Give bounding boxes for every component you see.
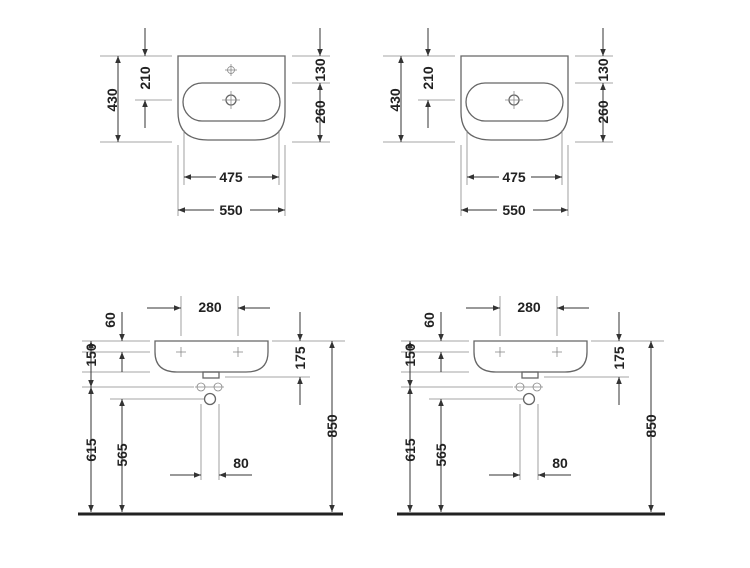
dim-475: 475 [502,169,526,185]
dim-260: 260 [595,100,611,124]
tap-hole-icon [225,64,237,76]
fixing-point-icon [552,347,562,357]
dim-550: 550 [502,202,526,218]
dim-80: 80 [233,455,249,471]
fixing-point-icon [495,347,505,357]
dim-430: 430 [104,88,120,112]
fixing-point-icon [176,347,186,357]
inner-bowl [182,82,281,122]
dim-280: 280 [198,299,222,315]
dim-550: 550 [219,202,243,218]
dim-150: 150 [402,343,418,367]
inner-bowl [465,82,564,122]
supply-valve-icon [514,382,543,392]
dim-175: 175 [292,346,308,370]
dim-60: 60 [421,312,437,328]
drain-icon [222,91,240,109]
dim-175: 175 [611,346,627,370]
dim-130: 130 [312,58,328,82]
dim-210: 210 [137,66,153,90]
trap-icon [522,392,536,406]
dim-60: 60 [102,312,118,328]
basin-outline [177,55,286,141]
dim-280: 280 [517,299,541,315]
dim-430: 430 [387,88,403,112]
dim-615: 615 [83,438,99,462]
dim-130: 130 [595,58,611,82]
dim-210: 210 [420,66,436,90]
dim-260: 260 [312,100,328,124]
basin-front [154,340,269,373]
dim-565: 565 [114,443,130,467]
dim-475: 475 [219,169,243,185]
dim-615: 615 [402,438,418,462]
front-view-right: 280 60 150 175 615 565 850 80 [397,296,665,516]
dim-850: 850 [324,414,340,438]
basin-front [473,340,588,373]
drain-icon [505,91,523,109]
front-view-left: 280 60 150 175 615 565 850 80 [78,296,345,516]
trap-icon [203,392,217,406]
waste-outlet [202,371,220,379]
dim-150: 150 [83,343,99,367]
supply-valve-icon [195,382,224,392]
basin-outline [460,55,569,141]
fixing-point-icon [233,347,243,357]
top-view-left: 430 210 130 260 475 550 [100,28,330,218]
dim-80: 80 [552,455,568,471]
waste-outlet [521,371,539,379]
top-view-right: 430 210 130 260 475 550 [383,28,613,218]
dim-850: 850 [643,414,659,438]
dim-565: 565 [433,443,449,467]
